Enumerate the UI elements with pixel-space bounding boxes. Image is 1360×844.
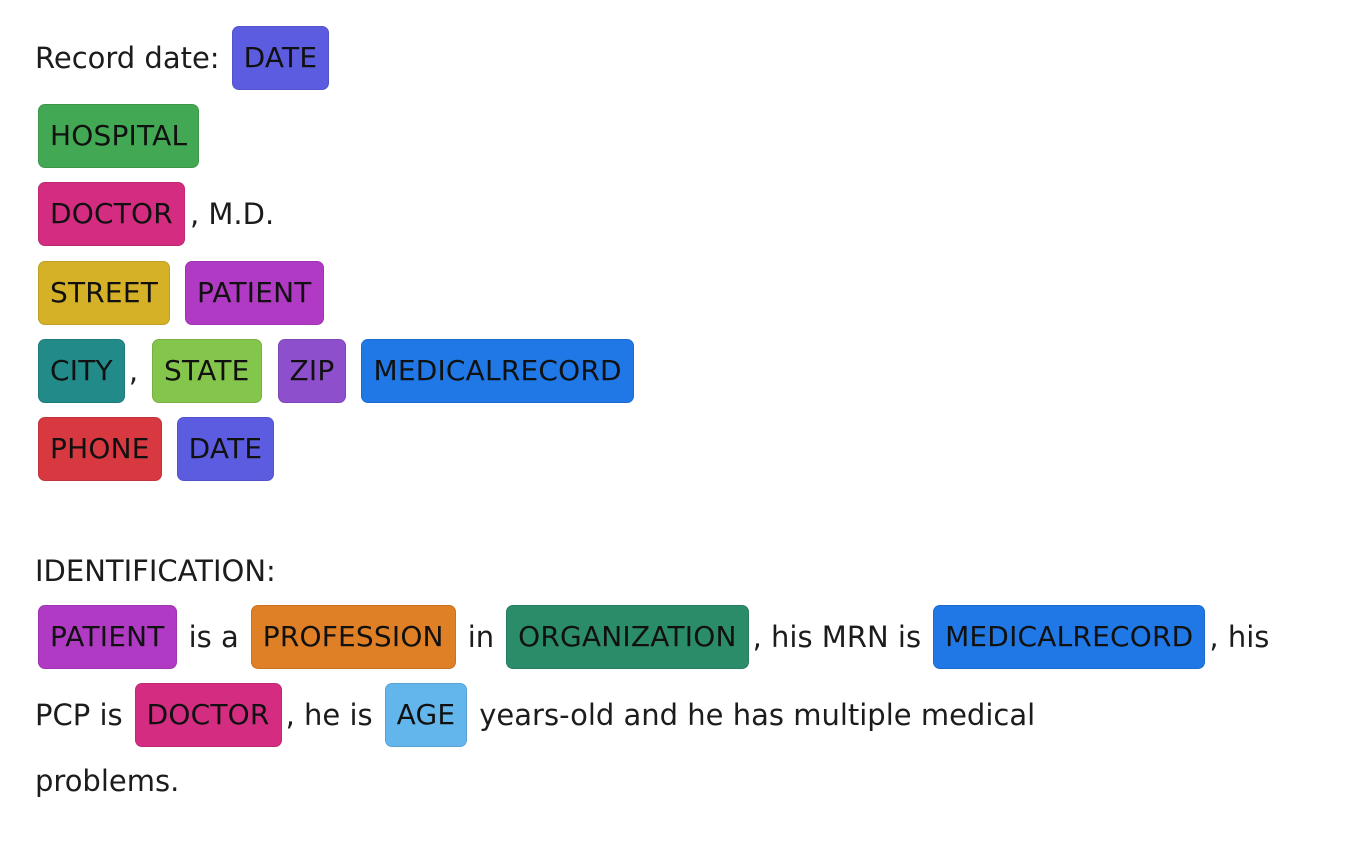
entity-tag-patient[interactable]: PATIENT [38,605,177,669]
entity-tag-doctor[interactable]: DOCTOR [134,683,282,747]
entity-tag-date[interactable]: DATE [176,417,275,481]
entity-tag-profession[interactable]: PROFESSION [250,605,456,669]
entity-tag-city[interactable]: CITY [38,339,125,403]
entity-tag-phone[interactable]: PHONE [38,417,162,481]
line-record-date: Record date: DATE [35,25,330,91]
text-segment: , M.D. [189,196,275,231]
text-segment: PCP is [35,697,123,732]
text-segment: , his [1209,619,1270,654]
entity-tag-organization[interactable]: ORGANIZATION [506,605,749,669]
line-identification-heading: IDENTIFICATION: [35,538,276,604]
entity-tag-age[interactable]: AGE [384,683,468,747]
entity-tag-medicalrecord[interactable]: MEDICALRECORD [933,605,1206,669]
line-identification-2: PCP is DOCTOR, he is AGE years-old and he h… [35,682,1035,748]
text-segment: , his MRN is [752,619,922,654]
entity-tag-patient[interactable]: PATIENT [185,261,324,325]
line-doctor: DOCTOR, M.D. [35,181,274,247]
entity-tag-state[interactable]: STATE [152,339,262,403]
entity-tag-medicalrecord[interactable]: MEDICALRECORD [361,339,634,403]
entity-tag-hospital[interactable]: HOSPITAL [38,104,200,168]
text-segment: is a [188,619,239,654]
text-segment: , he is [285,697,373,732]
line-hospital: HOSPITAL [35,103,200,169]
text-segment: Record date: [35,40,220,75]
text-segment: IDENTIFICATION: [35,553,276,588]
entity-tag-doctor[interactable]: DOCTOR [38,182,185,246]
text-segment: , [128,353,139,388]
entity-tag-street[interactable]: STREET [38,261,171,325]
entity-tag-zip[interactable]: ZIP [277,339,347,403]
text-segment: problems. [35,763,180,798]
text-segment: years-old and he has multiple medical [479,697,1036,732]
entity-tag-date[interactable]: DATE [231,26,330,90]
line-identification-3: problems. [35,748,179,814]
text-segment: in [467,619,495,654]
